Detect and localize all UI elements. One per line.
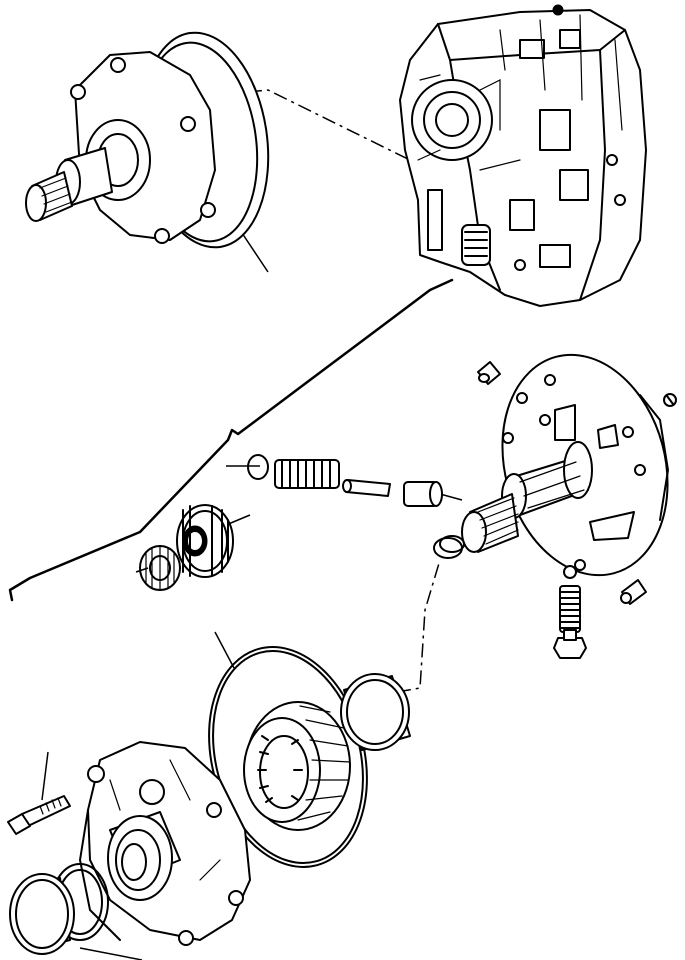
transmission-case-icon: [399, 4, 647, 307]
spring-icon: [274, 459, 340, 489]
needle-bearing-icon: [135, 545, 181, 591]
valve-leader-b: [439, 493, 463, 501]
gear-icon: [176, 504, 234, 578]
pump-assembly-icon: [25, 31, 270, 249]
seal-label-leader: [79, 947, 143, 960]
piston-icon: [403, 481, 443, 507]
leader-lines: [8, 89, 463, 960]
group-bracket: [8, 278, 454, 602]
plug-icon: [553, 629, 587, 659]
dowel-pin-icon: [620, 579, 647, 605]
bushing-icon: [433, 535, 465, 559]
pump-housing-icon: [79, 741, 251, 946]
pump-label-leader: [239, 229, 269, 273]
assembly-leader: [247, 89, 421, 166]
pump-shaft-body-icon: [461, 353, 669, 577]
pin-icon: [342, 479, 391, 497]
bolt-icon: [7, 795, 71, 835]
shaft-leader: [396, 559, 441, 693]
bolt-label-leader: [41, 751, 49, 801]
ball-icon: [563, 565, 577, 579]
plug-screw-icon: [663, 393, 677, 407]
snap-ring-icon: [247, 454, 269, 480]
oil-seal-icon: [9, 873, 75, 955]
dowel-pin-icon: [477, 361, 501, 385]
ring-gear-icon: [243, 701, 351, 831]
oring-label-leader: [214, 631, 235, 669]
bearing-cup-icon: [340, 673, 411, 751]
spring-icon: [559, 585, 581, 633]
